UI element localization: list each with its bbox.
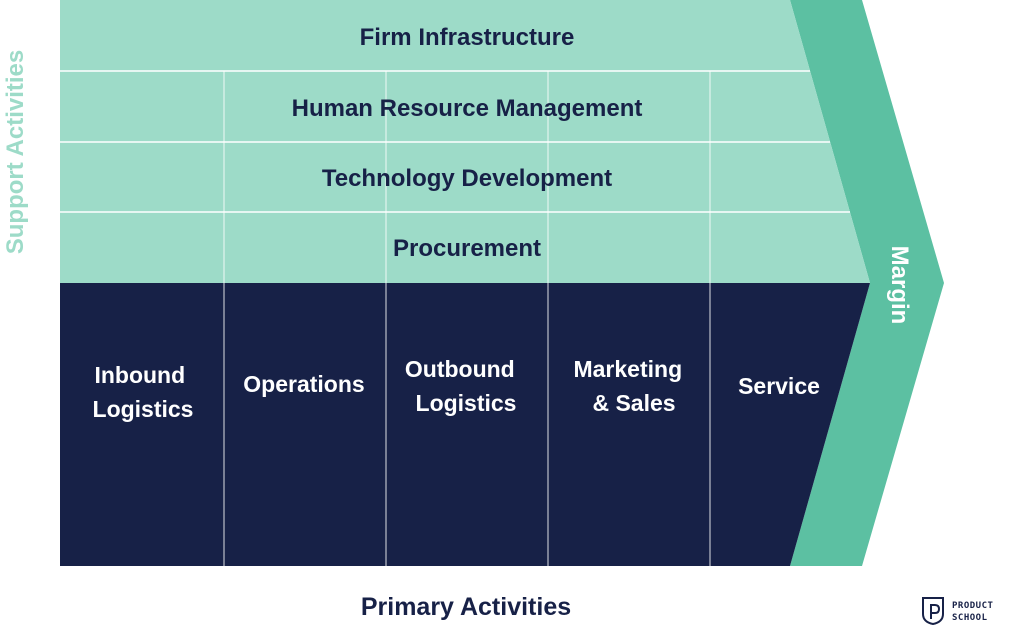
support-activity-firm-infrastructure: Firm Infrastructure: [360, 24, 575, 51]
primary-activity-operations: Operations: [243, 371, 364, 397]
support-activities-axis-label: Support Activities: [2, 50, 29, 254]
brand-name-line2: SCHOOL: [952, 613, 988, 623]
support-activity-procurement: Procurement: [393, 235, 541, 262]
primary-activities-axis-label: Primary Activities: [361, 593, 571, 621]
margin-arrow: [790, 0, 944, 566]
support-activity-human-resource-management: Human Resource Management: [292, 95, 643, 122]
primary-activity-marketing-sales: Marketing & Sales: [573, 356, 688, 416]
brand-name-line1: PRODUCT: [952, 601, 994, 611]
margin-label: Margin: [886, 246, 913, 325]
primary-activity-outbound-logistics: Outbound Logistics: [405, 356, 521, 416]
primary-activity-service: Service: [738, 373, 820, 399]
primary-activity-inbound-logistics: Inbound Logistics: [93, 362, 194, 422]
product-school-logo-icon: [922, 597, 944, 626]
support-activity-technology-development: Technology Development: [322, 165, 612, 192]
product-school-logo: PRODUCT SCHOOL: [922, 597, 994, 626]
column-dividers: [223, 71, 711, 566]
primary-activities-area: [60, 283, 870, 566]
support-row-dividers: [60, 70, 850, 213]
